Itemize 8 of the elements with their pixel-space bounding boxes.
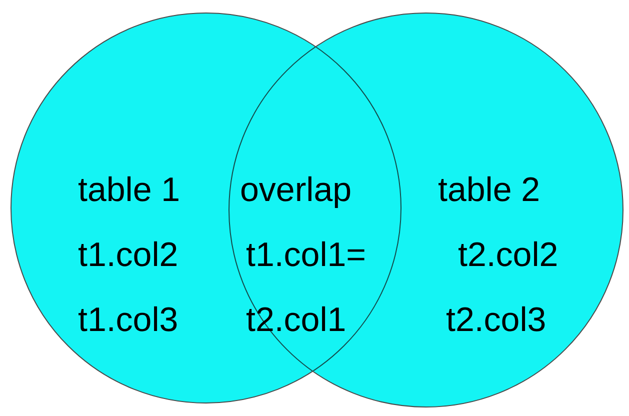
column-name: t1.col3 [78, 300, 178, 340]
column-name: t2.col3 [446, 300, 546, 340]
set-title: table 1 [78, 170, 180, 210]
venn-circle [228, 12, 624, 408]
overlap-title: overlap [240, 170, 353, 211]
column-name: t2.col2 [458, 235, 558, 275]
column-name: t1.col2 [78, 235, 178, 275]
set-title: table 2 [438, 170, 540, 210]
